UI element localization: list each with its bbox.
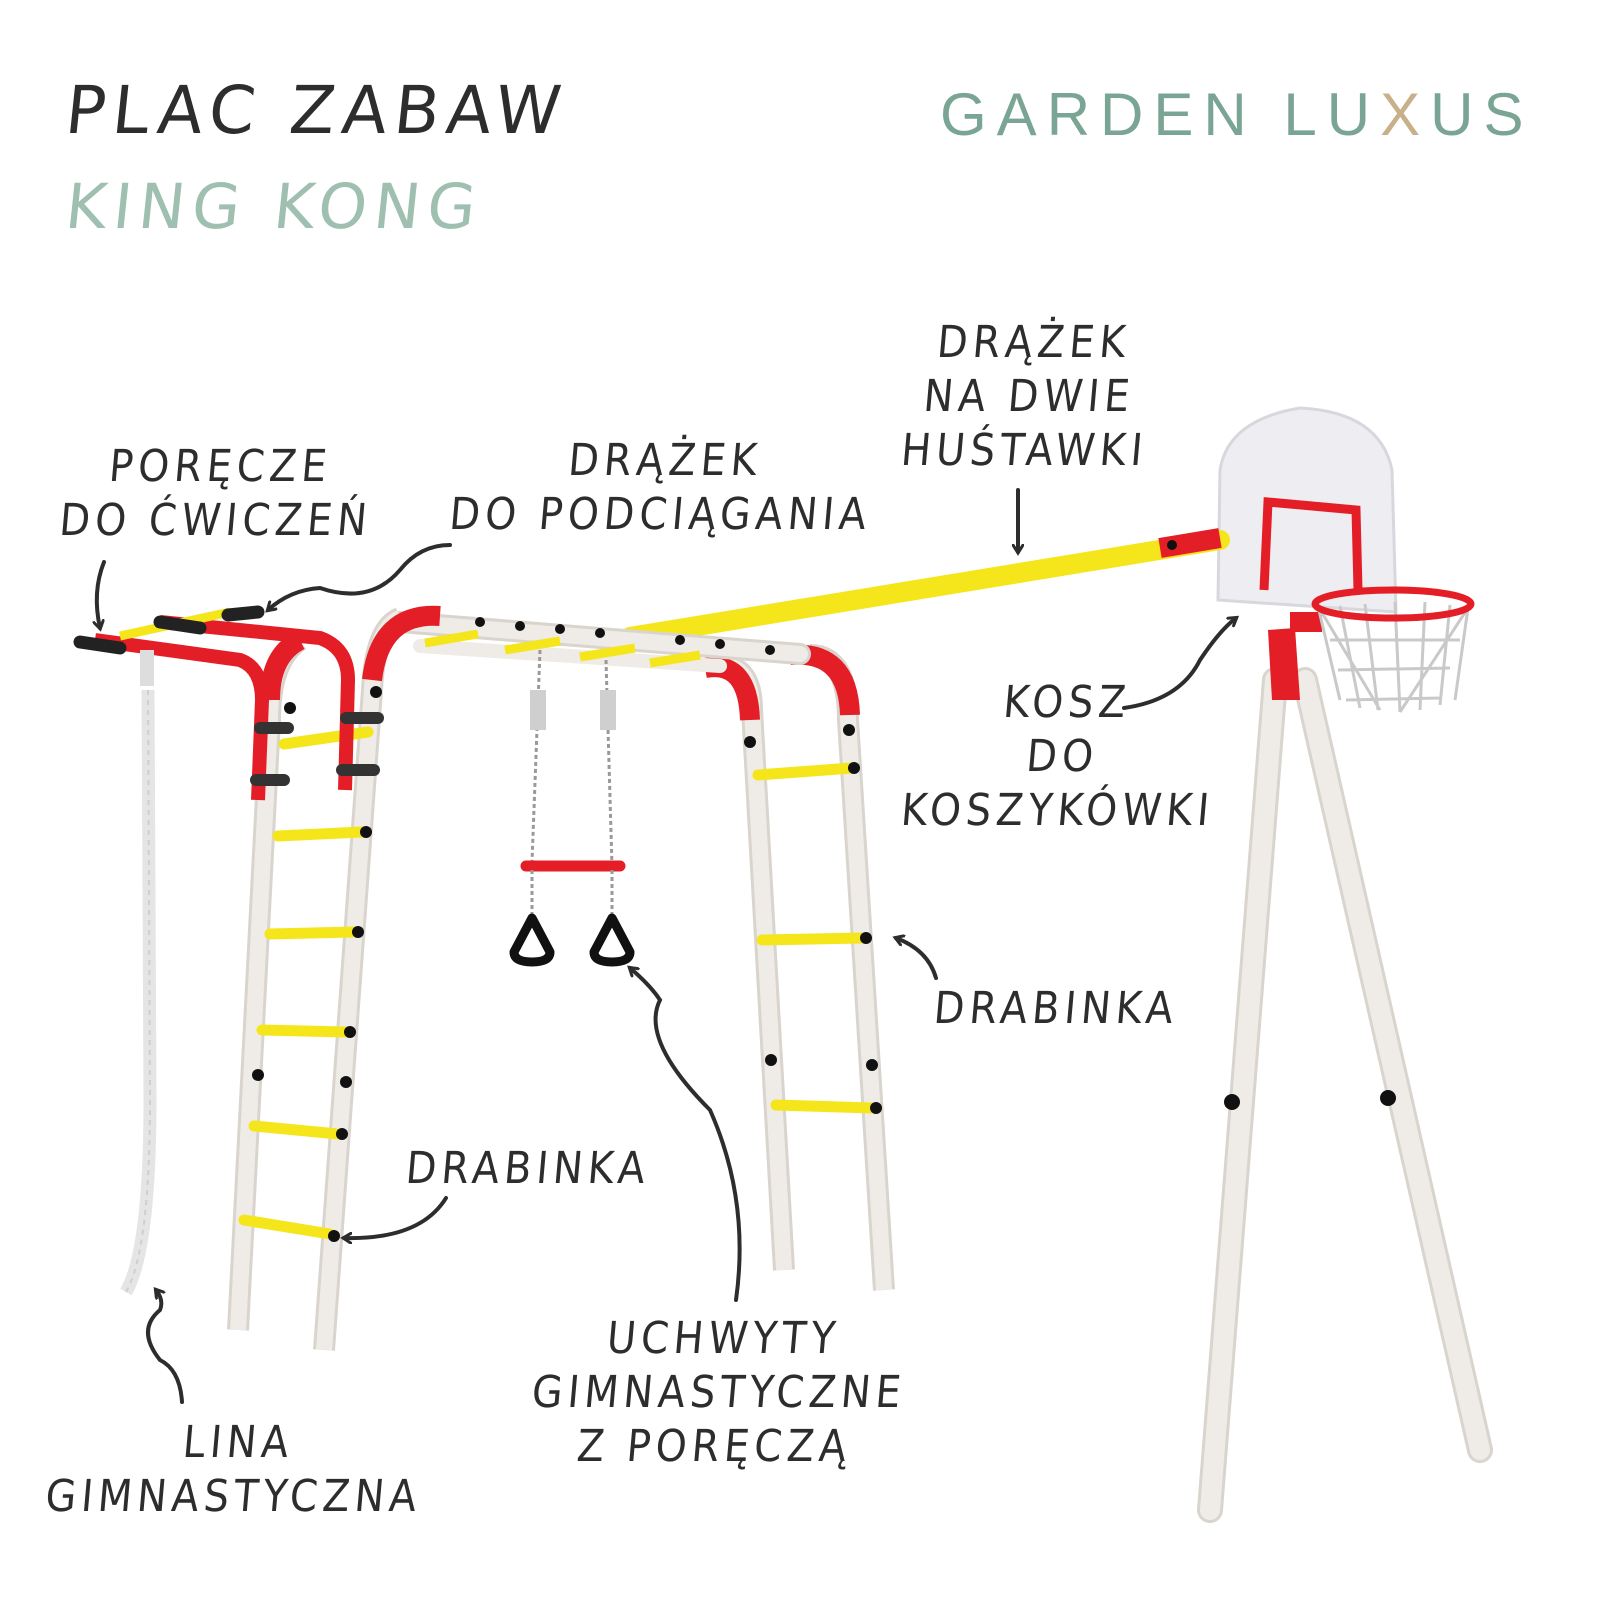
arrow-rope	[146, 1290, 184, 1404]
label-handrails-l2: DO ĆWICZEŃ	[57, 495, 374, 546]
arrow-rings	[630, 968, 742, 1302]
arrow-basket	[1122, 618, 1236, 710]
brand-logo: GARDEN LUXUS	[940, 80, 1533, 149]
label-ladder-left: DRABINKA	[404, 1142, 653, 1196]
label-ladder-right-l1: DRABINKA	[931, 983, 1181, 1034]
label-basket-l1: KOSZ	[1001, 677, 1133, 728]
arrow-ladder-left	[344, 1196, 448, 1238]
label-rope: LINA GIMNASTYCZNA	[43, 1416, 428, 1524]
brand-part1: GARDEN	[940, 81, 1257, 148]
arrow-handrails	[97, 560, 106, 628]
exercise-handrails	[73, 605, 384, 801]
label-ladder-left-l1: DRABINKA	[403, 1143, 653, 1194]
basket-hoop	[1311, 586, 1475, 713]
label-rings: UCHWYTY GIMNASTYCZNE Z PORĘCZĄ	[525, 1312, 913, 1474]
label-rings-l1: UCHWYTY	[604, 1313, 843, 1364]
label-rings-l3: Z PORĘCZĄ	[574, 1421, 854, 1472]
label-swingbar-l1: DRĄŻEK	[935, 317, 1133, 368]
arrow-pullup	[268, 543, 452, 610]
arrow-ladder-right	[896, 938, 938, 980]
trapeze-rings	[509, 649, 635, 967]
climbing-rope	[120, 650, 157, 1296]
label-basket-l2: DO	[1024, 731, 1101, 782]
label-handrails: PORĘCZE DO ĆWICZEŃ	[57, 440, 378, 548]
annotation-arrows	[97, 488, 1236, 1404]
brand-x: X	[1380, 81, 1431, 148]
swing-bar	[620, 528, 1230, 647]
label-pullup-bar: DRĄŻEK DO PODCIĄGANIA	[447, 434, 878, 542]
label-swing-bar: DRĄŻEK NA DWIE HUŚTAWKI	[899, 316, 1159, 478]
right-ladder	[703, 644, 895, 1291]
label-basket-l3: KOSZYKÓWKI	[899, 785, 1217, 836]
label-swingbar-l3: HUŚTAWKI	[899, 425, 1150, 476]
basket-stand	[1197, 667, 1493, 1523]
monkey-bar	[389, 611, 811, 673]
brand-part2a: LU	[1283, 81, 1381, 148]
backboard	[1216, 406, 1398, 700]
label-swingbar-l2: NA DWIE	[921, 371, 1137, 422]
label-rings-l2: GIMNASTYCZNE	[529, 1367, 908, 1418]
label-rope-l1: LINA	[180, 1417, 296, 1468]
label-basket: KOSZ DO KOSZYKÓWKI	[899, 676, 1226, 838]
label-ladder-right: DRABINKA	[932, 982, 1181, 1036]
left-ladder	[227, 605, 441, 1351]
brand-part2b: US	[1430, 81, 1534, 148]
label-handrails-l1: PORĘCZE	[107, 441, 334, 492]
label-rope-l2: GIMNASTYCZNA	[43, 1471, 424, 1522]
label-pullup-l1: DRĄŻEK	[566, 435, 764, 486]
label-pullup-l2: DO PODCIĄGANIA	[447, 489, 874, 540]
